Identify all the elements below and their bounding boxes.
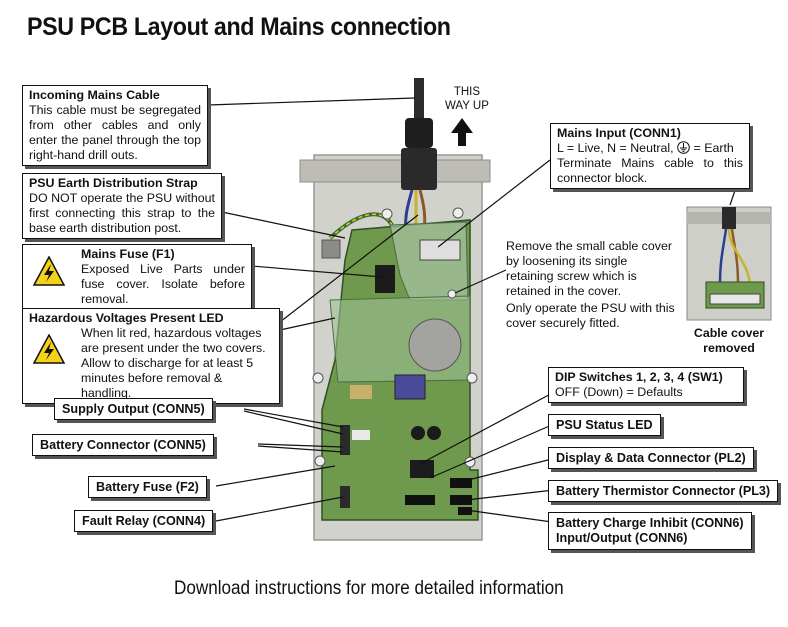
- callout-heading: PSU Earth Distribution Strap: [29, 176, 198, 190]
- label-display-data-connector: Display & Data Connector (PL2): [548, 447, 754, 469]
- inset-caption: Cable cover removed: [687, 326, 771, 356]
- callout-text: Only operate the PSU with this cover sec…: [506, 301, 675, 330]
- leader-lines: [207, 97, 741, 523]
- callout-heading: DIP Switches 1, 2, 3, 4 (SW1): [555, 370, 723, 384]
- callout-cable-cover: Remove the small cable cover by loosenin…: [506, 239, 676, 331]
- callout-line: L = Live, N = Neutral, = Earth: [557, 141, 743, 156]
- callout-heading: Mains Fuse (F1): [81, 247, 175, 261]
- callout-text: Remove the small cable cover by loosenin…: [506, 239, 672, 298]
- label-line-1: Battery Charge Inhibit (CONN6): [556, 516, 744, 530]
- top-rail: [299, 159, 491, 183]
- callout-mains-input: Mains Input (CONN1) L = Live, N = Neutra…: [550, 123, 750, 189]
- callout-heading: Incoming Mains Cable: [29, 88, 160, 102]
- dip-switch: [410, 460, 434, 478]
- footer-note: Download instructions for more detailed …: [174, 578, 564, 599]
- callout-incoming-mains-cable: Incoming Mains Cable This cable must be …: [22, 85, 208, 166]
- label-fault-relay: Fault Relay (CONN4): [74, 510, 214, 532]
- warning-triangle-icon: [33, 256, 65, 286]
- callout-text: When lit red, hazardous voltages are pre…: [81, 326, 266, 400]
- callout-line-part: = Earth: [693, 141, 734, 155]
- cable-gland: [405, 118, 433, 148]
- relay-connector: [340, 486, 350, 508]
- orientation-line-2: WAY UP: [445, 100, 489, 112]
- callout-text: DO NOT operate the PSU without first con…: [29, 191, 215, 235]
- label-battery-thermistor: Battery Thermistor Connector (PL3): [548, 480, 779, 502]
- earth-symbol-icon: [677, 141, 690, 154]
- callout-heading: Mains Input (CONN1): [557, 126, 681, 140]
- gland-nut: [401, 148, 437, 190]
- incoming-cable: [414, 78, 424, 124]
- label-supply-output: Supply Output (CONN5): [54, 398, 213, 420]
- orientation-line-1: THIS: [453, 86, 481, 98]
- mains-fuse: [375, 265, 395, 293]
- callout-earth-strap: PSU Earth Distribution Strap DO NOT oper…: [22, 173, 222, 239]
- earth-post: [321, 239, 341, 259]
- callout-text: This cable must be segregated from other…: [29, 103, 201, 162]
- label-battery-fuse: Battery Fuse (F2): [88, 476, 207, 498]
- callout-hazard-led: Hazardous Voltages Present LED When lit …: [22, 308, 280, 404]
- callout-text: Terminate Mains cable to this connector …: [557, 156, 743, 185]
- capacitor: [408, 318, 462, 372]
- transformer: [394, 374, 426, 400]
- caption-line-2: removed: [703, 341, 755, 355]
- output-connector: [340, 425, 350, 455]
- callout-text: OFF (Down) = Defaults: [555, 385, 683, 399]
- callout-heading: Hazardous Voltages Present LED: [29, 311, 224, 325]
- callout-text: Exposed Live Parts under fuse cover. Iso…: [81, 262, 245, 306]
- warning-triangle-icon: [33, 334, 65, 364]
- callout-line-part: L = Live, N = Neutral,: [557, 141, 674, 155]
- label-line-2: Input/Output (CONN6): [556, 531, 688, 545]
- label-psu-status-led: PSU Status LED: [548, 414, 661, 436]
- page-title: PSU PCB Layout and Mains connection: [27, 13, 451, 41]
- mains-terminal-block: [419, 239, 461, 261]
- label-battery-connector: Battery Connector (CONN5): [32, 434, 214, 456]
- up-arrow-icon: [451, 118, 473, 146]
- label-charge-inhibit: Battery Charge Inhibit (CONN6) Input/Out…: [548, 512, 752, 550]
- orientation-label: THIS WAY UP: [445, 85, 489, 113]
- callout-dip-switches: DIP Switches 1, 2, 3, 4 (SW1) OFF (Down)…: [548, 367, 744, 403]
- caption-line-1: Cable cover: [693, 326, 765, 340]
